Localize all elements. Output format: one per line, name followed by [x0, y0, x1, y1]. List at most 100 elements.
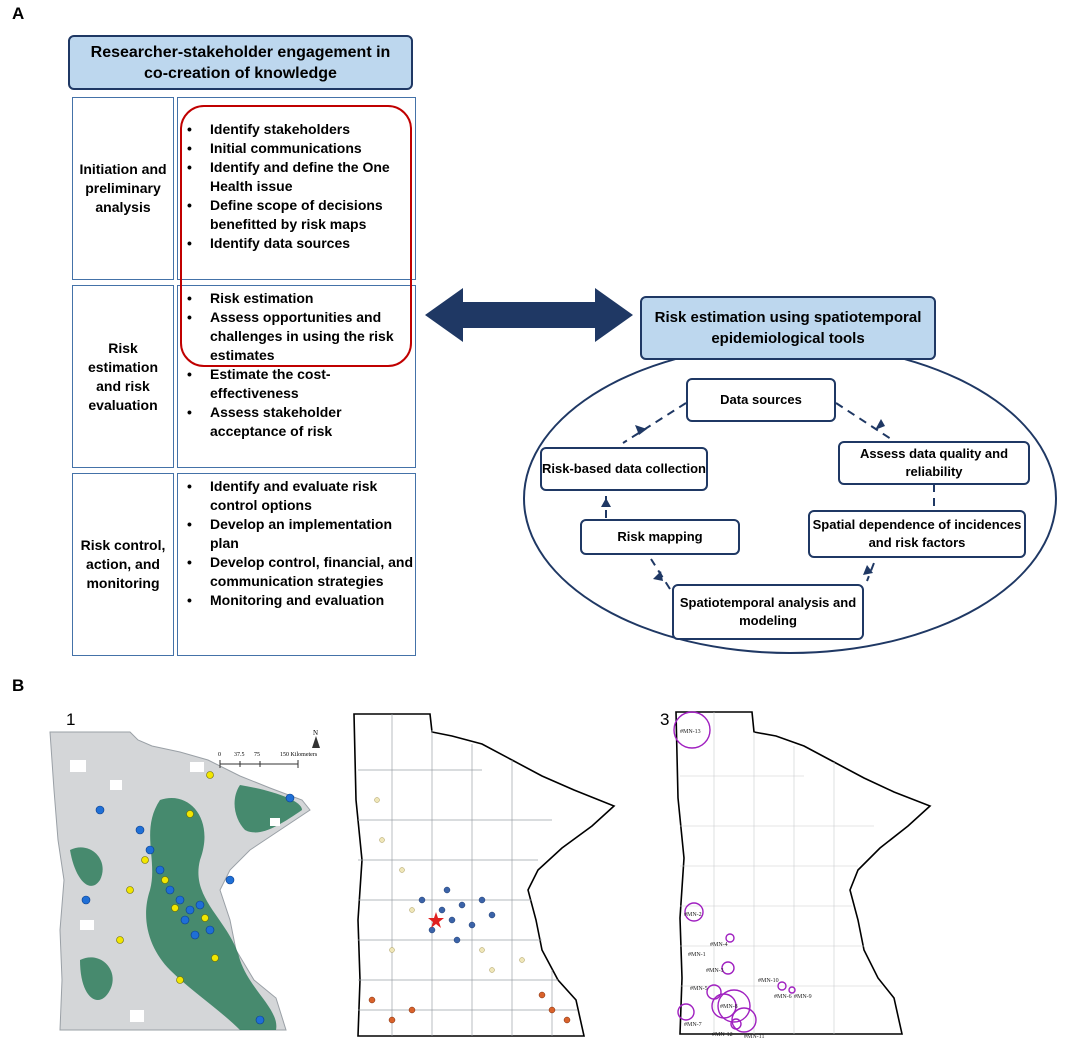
- data-point: [428, 926, 436, 934]
- data-point: [195, 900, 205, 910]
- list-item: Identify and evaluate risk control optio…: [178, 477, 415, 515]
- data-point: [563, 1016, 571, 1024]
- double-arrow-icon: [425, 288, 633, 342]
- stage-list-initiation: Identify stakeholders Initial communicat…: [178, 120, 415, 253]
- list-item: Initial communications: [178, 139, 415, 158]
- county-lines: [680, 712, 882, 1034]
- cluster-label: #MN-1: [688, 952, 706, 958]
- node-spatiotemporal-analysis: Spatiotemporal analysis and modeling: [672, 584, 864, 640]
- data-point: [418, 896, 426, 904]
- map-number: 1: [66, 710, 76, 729]
- data-point: [458, 901, 466, 909]
- points-layer: [81, 771, 295, 1025]
- data-point: [205, 925, 215, 935]
- county-lines: [358, 714, 577, 1036]
- data-point: [126, 886, 134, 894]
- data-point: [368, 996, 376, 1004]
- data-point: [176, 976, 184, 984]
- data-point: [186, 810, 194, 818]
- data-point: [453, 936, 461, 944]
- list-item: Define scope of decisions benefitted by …: [178, 196, 415, 234]
- cluster-circle: [717, 989, 751, 1023]
- habitat-area: [70, 847, 103, 886]
- cluster-circle: [721, 961, 735, 975]
- data-point: [116, 936, 124, 944]
- scale-label: 0: [218, 752, 221, 758]
- stage-list-risk-control: Identify and evaluate risk control optio…: [178, 477, 415, 610]
- cluster-label: #MN-5: [690, 986, 708, 992]
- list-item: Monitoring and evaluation: [178, 591, 415, 610]
- data-point: [171, 904, 179, 912]
- cluster-circle: [684, 902, 704, 922]
- cluster-circle: [777, 981, 787, 991]
- cluster-label: #MN-4: [710, 942, 728, 948]
- map-3-clusters: #MN-13 #MN-2 #MN-4 #MN-1 #MN-3 #MN-10 #M…: [673, 711, 932, 1040]
- data-point: [206, 771, 214, 779]
- cycle-arrow: [622, 402, 687, 444]
- list-item: Identify stakeholders: [178, 120, 415, 139]
- data-point: [438, 906, 446, 914]
- data-point: [519, 957, 525, 963]
- data-point: [285, 793, 295, 803]
- node-data-sources: Data sources: [686, 378, 836, 422]
- list-item: Identify data sources: [178, 234, 415, 253]
- arrowhead-icon: [653, 571, 663, 581]
- cluster-label: #MN-12: [712, 1032, 733, 1038]
- data-point: [478, 896, 486, 904]
- habitat-area: [146, 798, 277, 1030]
- data-point: [379, 837, 385, 843]
- cluster-circle: [677, 1003, 695, 1021]
- cluster-circle: [731, 1007, 757, 1033]
- list-item: Identify and define the One Health issue: [178, 158, 415, 196]
- data-point: [135, 825, 145, 835]
- data-point: [408, 1006, 416, 1014]
- cluster-label: #MN-13: [680, 729, 701, 735]
- map-1-habitat: 0 37.5 75 150 Kilometers N: [49, 730, 320, 1031]
- north-arrow-icon: N: [312, 730, 320, 748]
- map-2-counties: [353, 713, 616, 1037]
- star-icon: [428, 912, 444, 928]
- data-point: [479, 947, 485, 953]
- habitat-area: [234, 785, 302, 833]
- node-risk-mapping: Risk mapping: [580, 519, 740, 555]
- scale-bar: 0 37.5 75 150 Kilometers: [218, 752, 318, 768]
- arrowhead-icon: [875, 419, 885, 430]
- stage-list-risk-estimation: Risk estimation Assess opportunities and…: [178, 289, 415, 441]
- data-point: [141, 856, 149, 864]
- panel-a-letter: A: [12, 4, 25, 23]
- data-point: [81, 895, 91, 905]
- engagement-header: Researcher-stakeholder engagement in co-…: [68, 35, 413, 90]
- data-point: [489, 967, 495, 973]
- stage-content-initiation: Identify stakeholders Initial communicat…: [177, 97, 416, 280]
- north-label: N: [313, 730, 318, 737]
- data-point: [389, 947, 395, 953]
- highlight-outline: [180, 105, 412, 367]
- stage-content-risk-estimation: Risk estimation Assess opportunities and…: [177, 285, 416, 468]
- list-item: Assess opportunities and challenges in u…: [178, 308, 415, 365]
- scale-label: 75: [254, 752, 260, 758]
- data-point: [225, 875, 235, 885]
- scale-label: 150 Kilometers: [280, 752, 318, 758]
- list-item: Estimate the cost-effectiveness: [178, 365, 415, 403]
- cluster-label: #MN-10: [758, 978, 779, 984]
- data-point: [548, 1006, 556, 1014]
- data-point: [161, 876, 169, 884]
- data-point: [488, 911, 496, 919]
- list-item: Develop an implementation plan: [178, 515, 415, 553]
- data-point: [201, 914, 209, 922]
- data-point: [448, 916, 456, 924]
- data-point: [190, 930, 200, 940]
- state-outline: [675, 711, 932, 1035]
- panel-b-letter: B: [12, 676, 25, 695]
- list-item: Risk estimation: [178, 289, 415, 308]
- data-point: [409, 907, 415, 913]
- stage-label-risk-estimation: Risk estimation and risk evaluation: [72, 285, 174, 468]
- map-number: 3: [660, 710, 670, 729]
- cluster-label: #MN-11: [744, 1034, 764, 1040]
- data-point: [95, 805, 105, 815]
- data-point: [399, 867, 405, 873]
- stage-label-risk-control: Risk control, action, and monitoring: [72, 473, 174, 656]
- cluster-circle: [673, 711, 711, 749]
- cluster-label: #MN-6: [774, 994, 792, 1000]
- data-point: [145, 845, 155, 855]
